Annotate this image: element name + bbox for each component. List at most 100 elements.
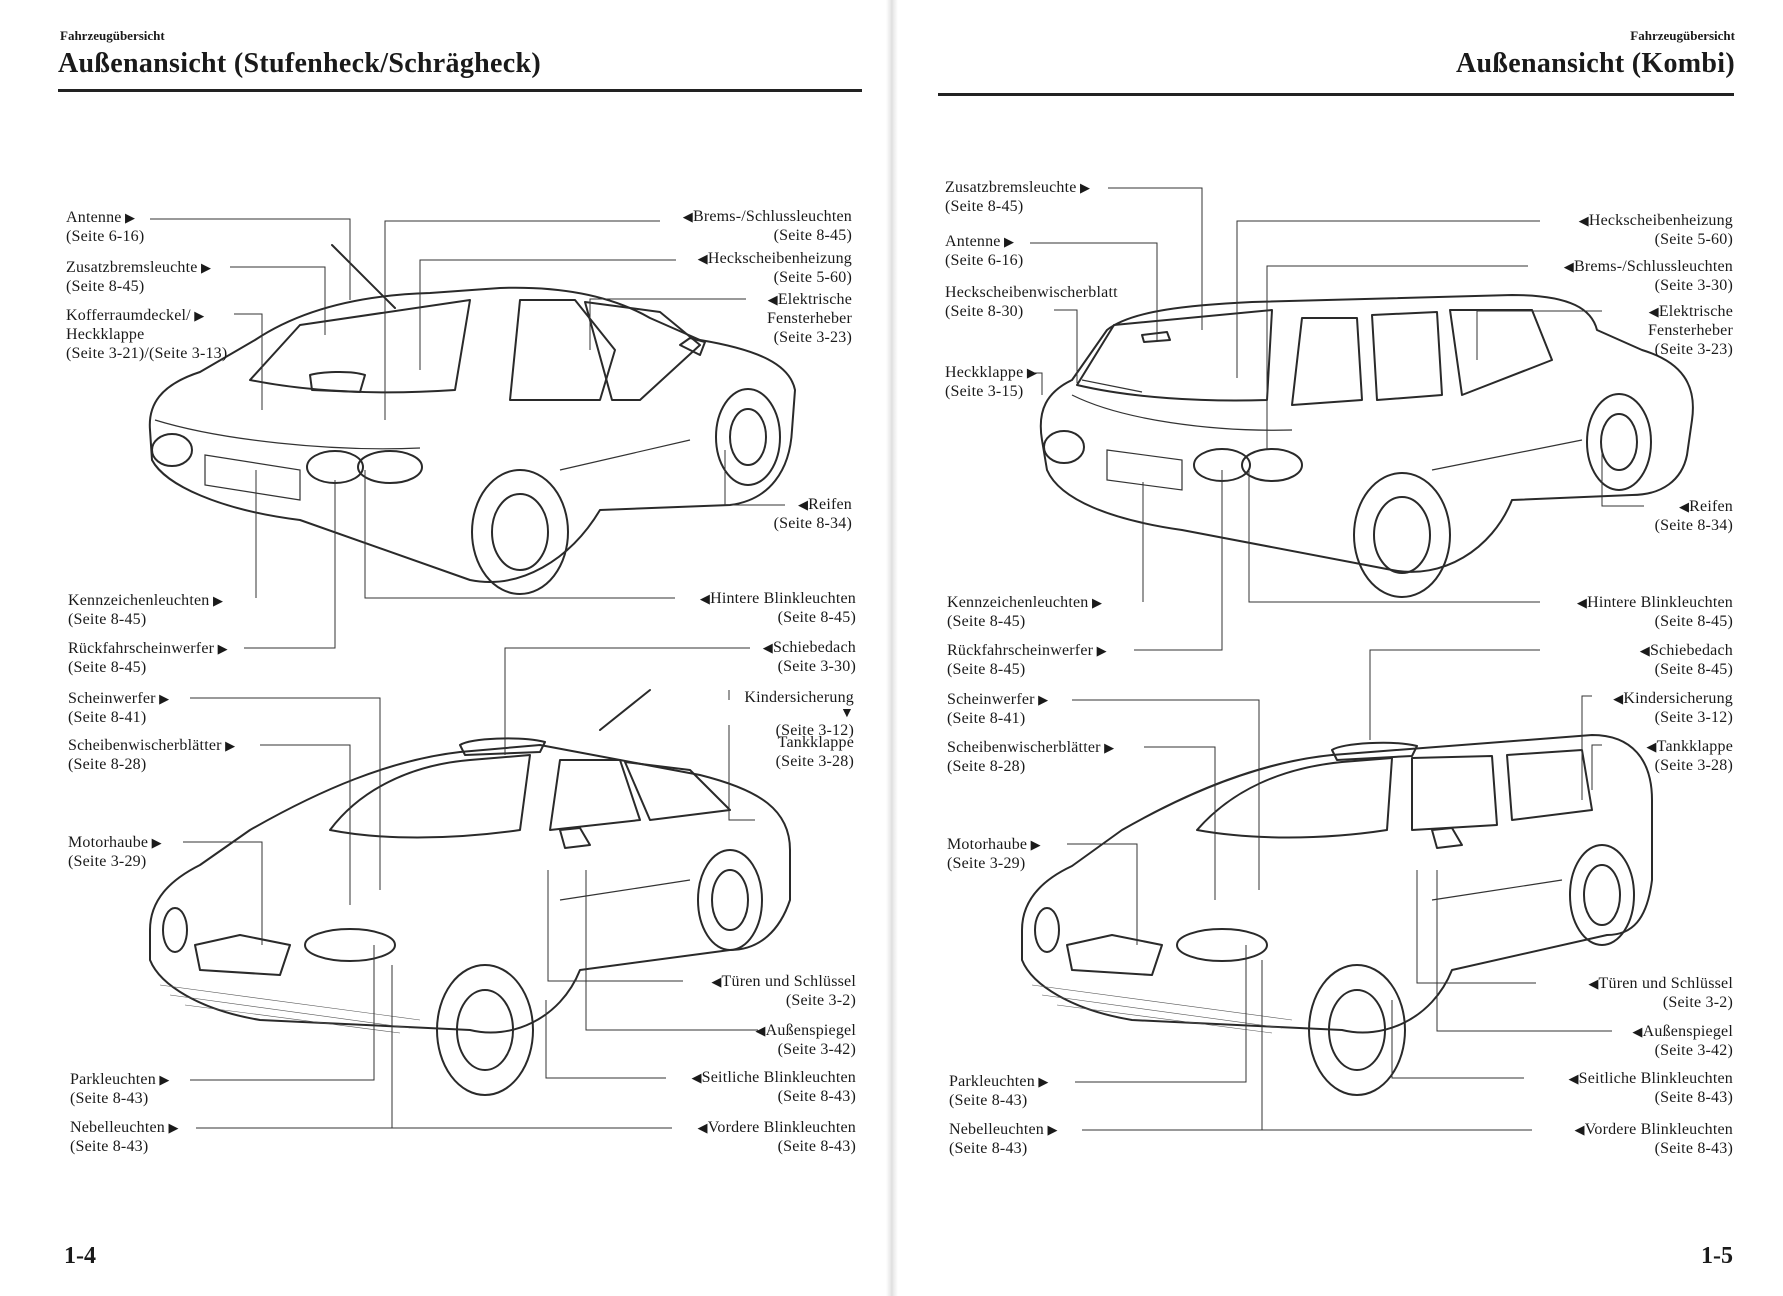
label-ref: (Seite 8-41) — [947, 710, 1026, 727]
label-vordere-blinkleuchten: Vordere Blinkleuchten(Seite 8-43) — [697, 1118, 856, 1156]
section-header: Fahrzeugübersicht — [1630, 28, 1735, 43]
label-name: Seitliche Blinkleuchten — [691, 1068, 856, 1087]
label-ref: (Seite 3-23) — [1654, 341, 1733, 358]
label-name: Elektrische — [768, 290, 852, 309]
page-title: Außenansicht (Kombi) — [1455, 48, 1735, 79]
label-kennzeichenleuchten: Kennzeichenleuchten(Seite 8-45) — [947, 593, 1102, 631]
label-heckscheibenheizung: Heckscheibenheizung(Seite 5-60) — [1579, 211, 1733, 249]
label-ref: (Seite 8-45) — [945, 198, 1024, 215]
arrow-down-icon: ▼ — [839, 706, 854, 721]
label-schiebedach: Schiebedach(Seite 8-45) — [1640, 641, 1733, 679]
label-parkleuchten: Parkleuchten(Seite 8-43) — [949, 1072, 1049, 1110]
label-name: Kennzeichenleuchten — [947, 593, 1102, 612]
label-name: Brems-/Schlussleuchten — [1564, 257, 1733, 276]
label-ref: (Seite 5-60) — [1654, 231, 1733, 248]
label-hintere-blinkleuchten: Hintere Blinkleuchten(Seite 8-45) — [1577, 593, 1733, 631]
label-ref: (Seite 8-45) — [947, 613, 1026, 630]
label-name: Schiebedach — [763, 638, 856, 657]
label-name: Elektrische — [1649, 302, 1733, 321]
label-name: Vordere Blinkleuchten — [1574, 1120, 1733, 1139]
label-ref: (Seite 8-43) — [777, 1088, 856, 1105]
label-hintere-blinkleuchten: Hintere Blinkleuchten(Seite 8-45) — [700, 589, 856, 627]
sedan-rear-illustration — [148, 244, 796, 595]
label-name: Scheinwerfer — [947, 690, 1048, 709]
label-name: Heckscheibenheizung — [1579, 211, 1733, 230]
sedan-illustrations — [148, 218, 796, 1129]
leader-lines — [1030, 187, 1644, 1131]
label-antenne: Antenne(Seite 6-16) — [66, 208, 144, 246]
label-ref: (Seite 8-28) — [947, 758, 1026, 775]
title-rule — [58, 89, 862, 92]
label-ref: (Seite 8-34) — [1654, 517, 1733, 534]
label-heckklappe: Heckklappe(Seite 3-15) — [945, 363, 1037, 401]
label-name: Nebelleuchten — [949, 1120, 1058, 1139]
label-name: Türen und Schlüssel — [711, 972, 856, 991]
kombi-front-illustration — [1021, 734, 1653, 1096]
label-ref: (Seite 8-43) — [1654, 1089, 1733, 1106]
label-name2: Fensterheber — [1647, 322, 1733, 339]
label-scheinwerfer: Scheinwerfer(Seite 8-41) — [68, 689, 169, 727]
label-name: Scheinwerfer — [68, 689, 169, 708]
kombi-illustrations — [1021, 187, 1694, 1131]
label-heckscheibenwischerblatt: Heckscheibenwischerblatt(Seite 8-30) — [945, 283, 1118, 321]
label-ref: (Seite 3-29) — [947, 855, 1026, 872]
label-name: Parkleuchten — [949, 1072, 1049, 1091]
page-title: Außenansicht (Stufenheck/Schrägheck) — [58, 48, 541, 79]
label-ref: (Seite 6-16) — [945, 252, 1024, 269]
label-name: Hintere Blinkleuchten — [1577, 593, 1733, 612]
page-number: 1-5 — [1701, 1243, 1733, 1269]
label-name: Schiebedach — [1640, 641, 1733, 660]
label-name: Parkleuchten — [70, 1070, 170, 1089]
label-schiebedach: Schiebedach(Seite 3-30) — [763, 638, 856, 676]
page-number: 1-4 — [64, 1243, 96, 1269]
label-name: Hintere Blinkleuchten — [700, 589, 856, 608]
label-name: Türen und Schlüssel — [1588, 974, 1733, 993]
label-name: Rückfahrscheinwerfer — [947, 641, 1107, 660]
book-gutter — [886, 0, 898, 1296]
label-ref: (Seite 8-41) — [68, 709, 147, 726]
label-aussenspiegel: Außenspiegel(Seite 3-42) — [755, 1021, 856, 1059]
page-right: Fahrzeugübersicht Außenansicht (Kombi) — [892, 0, 1783, 1296]
label-tankklappe: Tankklappe(Seite 3-28) — [776, 733, 854, 771]
label-ref: (Seite 3-23) — [773, 329, 852, 346]
page-left: Fahrzeugübersicht Außenansicht (Stufenhe… — [0, 0, 892, 1296]
label-tankklappe: Tankklappe(Seite 3-28) — [1646, 737, 1733, 775]
label-ref: (Seite 3-12) — [775, 722, 854, 739]
label-kennzeichenleuchten: Kennzeichenleuchten(Seite 8-45) — [68, 591, 223, 629]
label-name: Scheibenwischerblätter — [947, 738, 1114, 757]
label-parkleuchten: Parkleuchten(Seite 8-43) — [70, 1070, 170, 1108]
label-name: Kindersicherung — [744, 689, 854, 706]
label-name: Vordere Blinkleuchten — [697, 1118, 856, 1137]
label-motorhaube: Motorhaube(Seite 3-29) — [947, 835, 1041, 873]
label-rueckfahrscheinwerfer: Rückfahrscheinwerfer(Seite 8-45) — [947, 641, 1107, 679]
label-ref: (Seite 8-43) — [949, 1092, 1028, 1109]
label-ref: (Seite 8-45) — [66, 278, 145, 295]
label-ref: (Seite 8-45) — [68, 611, 147, 628]
label-ref: (Seite 3-29) — [68, 853, 147, 870]
label-ref: (Seite 3-12) — [1654, 709, 1733, 726]
label-zusatzbremsleuchte: Zusatzbremsleuchte(Seite 8-45) — [945, 178, 1090, 216]
label-ref: (Seite 8-43) — [70, 1090, 149, 1107]
label-ref: (Seite 3-30) — [777, 658, 856, 675]
label-nebelleuchten: Nebelleuchten(Seite 8-43) — [70, 1118, 179, 1156]
label-name: Heckscheibenheizung — [698, 249, 852, 268]
kombi-rear-illustration — [1039, 294, 1694, 598]
label-ref: (Seite 8-45) — [947, 661, 1026, 678]
label-vordere-blinkleuchten: Vordere Blinkleuchten(Seite 8-43) — [1574, 1120, 1733, 1158]
label-ref: (Seite 8-45) — [68, 659, 147, 676]
label-ref: (Seite 8-45) — [1654, 661, 1733, 678]
label-name: Scheibenwischerblätter — [68, 736, 235, 755]
label-ref: (Seite 8-45) — [1654, 613, 1733, 630]
label-name: Zusatzbremsleuchte — [66, 258, 211, 277]
label-name: Heckscheibenwischerblatt — [945, 284, 1118, 301]
label-name: Heckklappe — [945, 363, 1037, 382]
label-rueckfahrscheinwerfer: Rückfahrscheinwerfer(Seite 8-45) — [68, 639, 228, 677]
label-name: Reifen — [1679, 497, 1733, 516]
label-name: Kindersicherung — [1613, 689, 1733, 708]
label-name2: Heckklappe — [66, 326, 145, 343]
label-antenne: Antenne(Seite 6-16) — [945, 232, 1023, 270]
label-reifen: Reifen(Seite 8-34) — [1655, 497, 1733, 535]
